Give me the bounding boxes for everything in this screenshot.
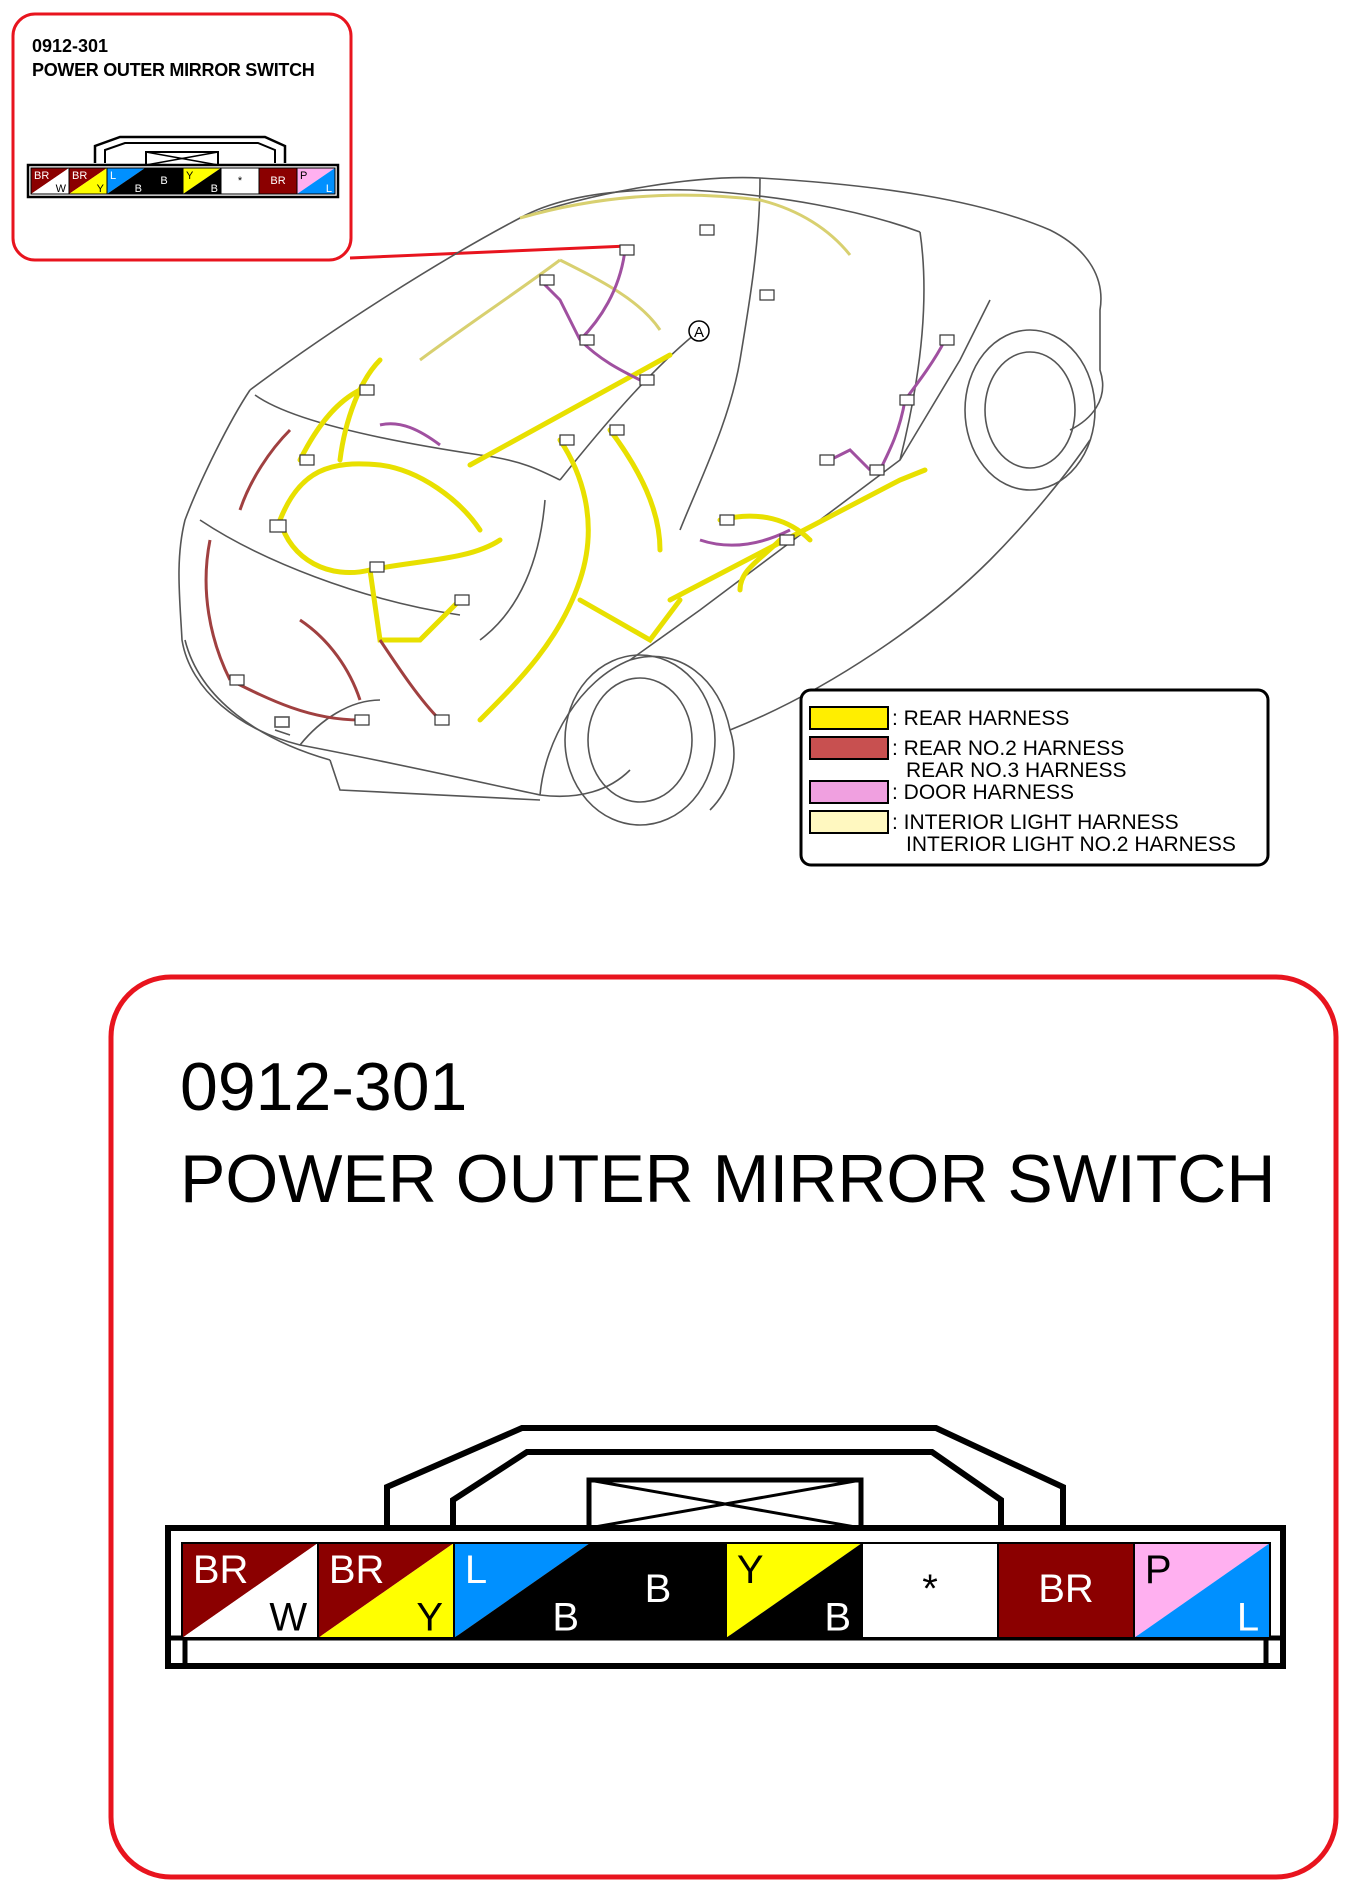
connector-code: 0912-301	[180, 1049, 468, 1125]
callout-marker-circle	[688, 320, 710, 342]
large-pin-7-label: BR	[1038, 1567, 1094, 1611]
large-pin-2: BR Y	[317, 1542, 455, 1639]
large-pin-8-top-label: P	[1145, 1548, 1172, 1592]
large-pin-2-top-label: BR	[329, 1548, 385, 1592]
small-pin-1-top-label: BR	[34, 170, 49, 182]
legend-line: INTERIOR LIGHT NO.2 HARNESS	[906, 833, 1236, 856]
rear-harness-wires	[277, 352, 928, 723]
small-pin-1: BR W	[30, 167, 70, 195]
small-pin-7: BR	[258, 167, 298, 195]
small-pin-1-bottom-label: W	[56, 183, 67, 195]
legend-label-1: : REAR HARNESS	[892, 708, 1069, 730]
small-pin-3-bottom-label: B	[135, 183, 142, 195]
connector-title: POWER OUTER MIRROR SWITCH	[180, 1141, 1276, 1217]
large-pin-4: B	[589, 1542, 727, 1639]
small-pin-2-top-label: BR	[72, 170, 87, 182]
large-pin-5-top-label: Y	[737, 1548, 764, 1592]
large-pin-8: PL	[1133, 1542, 1271, 1639]
legend-line: : INTERIOR LIGHT HARNESS	[892, 811, 1179, 834]
small-pin-8: PL	[296, 167, 336, 195]
small-pin-3: LB	[106, 167, 146, 195]
small-pin-7-label: BR	[270, 175, 285, 187]
large-pin-6: *	[861, 1542, 999, 1639]
large-pin-5: YB	[725, 1542, 863, 1639]
legend-line: REAR NO.3 HARNESS	[906, 759, 1127, 782]
small-pin-8-top-label: P	[300, 170, 307, 182]
large-pin-3-bottom-label: B	[552, 1595, 579, 1639]
legend-line: : REAR HARNESS	[892, 707, 1070, 730]
interior-light-wires	[419, 193, 852, 362]
large-pin-3-top-label: L	[465, 1548, 487, 1592]
legend-swatch-4	[809, 810, 889, 834]
large-pin-4-label: B	[645, 1567, 672, 1611]
small-pin-2-bottom-label: Y	[97, 183, 105, 195]
legend-swatch-3	[809, 780, 889, 804]
small-pin-4-label: B	[160, 175, 167, 187]
car-outline	[178, 176, 1104, 826]
large-pin-1: BR W	[181, 1542, 319, 1639]
legend-line: : DOOR HARNESS	[892, 781, 1075, 804]
legend-frame	[799, 688, 1270, 867]
legend-swatch-2	[809, 736, 889, 760]
large-pin-3: LB	[453, 1542, 591, 1639]
small-pin-5-top-label: Y	[186, 170, 194, 182]
small-pin-6: *	[220, 167, 260, 195]
large-pin-1-top-label: BR	[193, 1548, 249, 1592]
callout-marker-label: A	[694, 324, 704, 341]
small-pin-2: BR Y	[68, 167, 108, 195]
legend-swatch-1	[809, 706, 889, 730]
large-pin-7: BR	[997, 1542, 1135, 1639]
small-connector-title: POWER OUTER MIRROR SWITCH	[32, 60, 315, 80]
small-pin-8-bottom-label: L	[326, 183, 332, 195]
legend-label-3: : DOOR HARNESS	[892, 782, 1074, 804]
connector-blocks	[229, 224, 955, 726]
large-pin-6-label: *	[922, 1567, 938, 1611]
small-pin-5: YB	[182, 167, 222, 195]
large-pin-5-bottom-label: B	[824, 1595, 851, 1639]
small-connector-code: 0912-301	[32, 36, 109, 56]
small-pin-5-bottom-label: B	[211, 183, 218, 195]
small-pin-4: B	[144, 167, 184, 195]
rear-no2-harness-wires	[204, 428, 442, 722]
large-pin-1-bottom-label: W	[269, 1595, 307, 1639]
callout-leader-line	[349, 244, 629, 260]
legend-line: : REAR NO.2 HARNESS	[892, 737, 1125, 760]
small-pin-3-top-label: L	[110, 170, 116, 182]
large-pin-8-bottom-label: L	[1237, 1595, 1259, 1639]
large-pin-2-bottom-label: Y	[416, 1595, 443, 1639]
small-pin-6-label: *	[238, 175, 243, 187]
